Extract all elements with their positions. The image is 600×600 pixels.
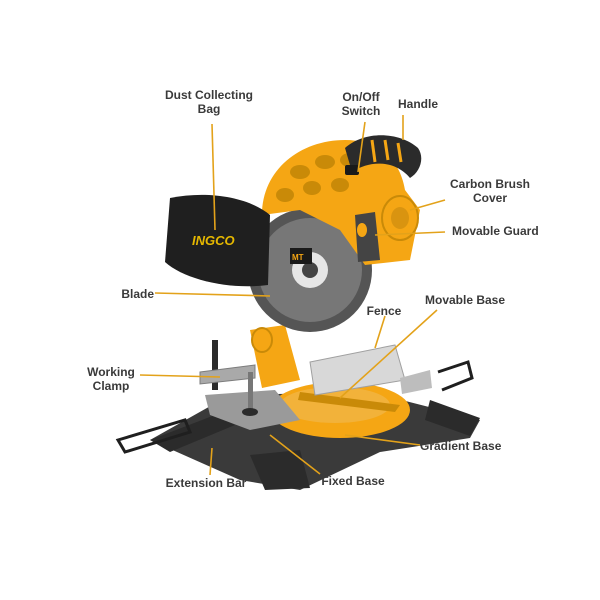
extension-bar (115, 418, 193, 454)
right-foot (425, 400, 480, 436)
label-dust-collecting-bag-line1: Dust Collecting (164, 88, 253, 102)
blade: MT (248, 208, 372, 332)
bag-brand-logo: INGCO (192, 233, 235, 248)
label-dust-collecting-bag: Dust Collecting Bag (155, 88, 263, 116)
label-working-clamp-line1: Working (87, 365, 135, 379)
label-working-clamp-line2: Clamp (92, 379, 130, 393)
label-on-off-switch-line2: Switch (341, 104, 381, 118)
label-handle: Handle (397, 97, 438, 111)
label-working-clamp: Working Clamp (80, 365, 142, 393)
label-blade: Blade (121, 287, 154, 301)
handle (345, 135, 422, 178)
label-on-off-switch-line1: On/Off (342, 90, 380, 104)
label-extension-bar: Extension Bar (165, 476, 247, 490)
on-off-switch (345, 165, 359, 175)
svg-text:MT: MT (292, 253, 304, 262)
front-foot (250, 450, 310, 490)
label-movable-base: Movable Base (425, 293, 506, 307)
label-fixed-base: Fixed Base (321, 474, 385, 488)
movable-base-slot (298, 392, 400, 412)
label-fence: Fence (366, 304, 402, 318)
label-dust-collecting-bag-line2: Bag (197, 102, 221, 116)
bevel-knob (251, 327, 273, 353)
fence-right (400, 370, 432, 394)
label-on-off-switch: On/Off Switch (330, 90, 392, 118)
label-gradient-base: Gradient Base (420, 439, 502, 453)
label-carbon-brush-cover: Carbon Brush Cover (440, 177, 540, 205)
extension-bar-right (437, 360, 474, 392)
handle-grip (370, 139, 403, 163)
dust-collecting-bag (165, 194, 270, 287)
working-clamp (199, 340, 258, 416)
label-carbon-brush-cover-line2: Cover (472, 191, 507, 205)
left-foot (150, 415, 235, 452)
label-carbon-brush-cover-line1: Carbon Brush (449, 177, 530, 191)
label-movable-guard: Movable Guard (452, 224, 539, 238)
leader-lines (139, 115, 446, 476)
